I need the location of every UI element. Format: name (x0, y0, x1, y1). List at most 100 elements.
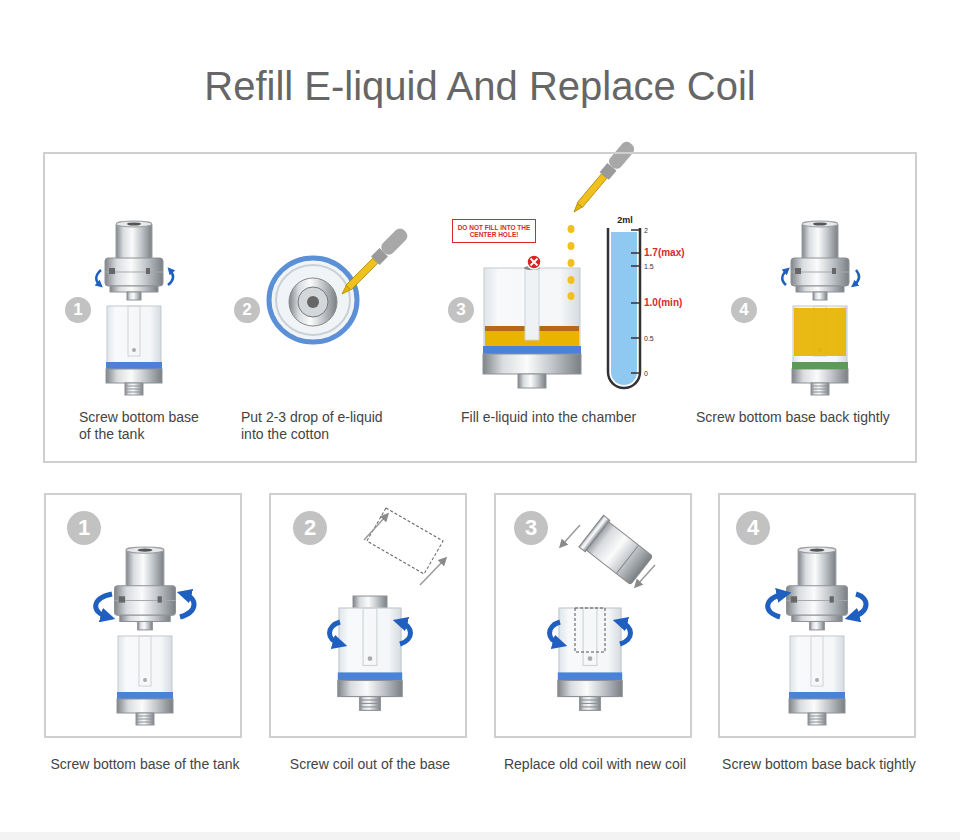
e-liquid (794, 308, 846, 356)
turn-arrow (854, 270, 859, 285)
step-caption: Fill e-liquid into the chamber (461, 409, 691, 426)
tank-base (106, 306, 162, 395)
drop (568, 292, 575, 300)
drop (568, 242, 575, 250)
blue-ring (483, 346, 581, 354)
lift-arrow (420, 560, 444, 585)
no-fill-cross (531, 259, 538, 266)
coil-inner (298, 287, 328, 317)
turn-arrow (782, 270, 787, 285)
step-caption: Replace old coil with new coil (466, 756, 724, 773)
turn-arrow (852, 594, 866, 617)
footer-band (0, 832, 960, 840)
insert-arrow (562, 525, 580, 545)
step-number: 3 (448, 297, 474, 323)
step-illustration (96, 547, 194, 725)
tank-base (558, 608, 622, 710)
step-caption: Screw coil out of the base (241, 756, 499, 773)
warning-note: DO NOT FILL INTO THE CENTER HOLE! (452, 219, 536, 243)
turn-arrow (96, 594, 112, 617)
step-illustration (330, 508, 445, 710)
blue-ring (792, 362, 848, 369)
dropper (569, 139, 637, 216)
title: Refill E-liquid And Replace Coil (0, 62, 960, 110)
turn-arrow (330, 622, 341, 644)
thread (518, 374, 546, 388)
step-number-text: 3 (525, 515, 537, 541)
measuring-fill (611, 232, 637, 385)
metal-base (483, 354, 581, 374)
step-number-text: 1 (73, 300, 82, 320)
step-box: 2Screw coil out of the base (269, 493, 467, 738)
step-box: 1Screw bottom base of the tank (44, 493, 242, 738)
glass-tube (484, 268, 580, 348)
coil-line (616, 545, 638, 573)
tank-opening (269, 258, 357, 342)
step-number: 4 (736, 511, 770, 545)
step-number-text: 4 (739, 300, 748, 320)
turn-arrow (550, 622, 561, 644)
coil-hole (307, 296, 319, 308)
step-illustration (269, 226, 410, 342)
insert-arrow (637, 565, 655, 585)
drop (568, 276, 575, 284)
step-number: 1 (67, 511, 101, 545)
warning-text: DO NOT FILL INTO THE CENTER HOLE! (455, 224, 533, 239)
scale-label: 0.5 (644, 335, 654, 342)
turn-arrow (768, 594, 784, 617)
drop (568, 259, 575, 267)
scale-label: 1.7(max) (644, 248, 685, 258)
tank-base (338, 608, 402, 710)
step-number-text: 1 (78, 515, 90, 541)
tank-cap (115, 547, 176, 630)
step-illustration (550, 515, 656, 710)
step-illustration (768, 547, 866, 725)
step-number: 1 (65, 297, 91, 323)
lift-arrow (364, 516, 386, 540)
tank-base (117, 636, 173, 725)
new-coil (579, 515, 654, 586)
step-panel: 1 2 DO NOT FILL INTO THE CENTER HOLE! 3 4Scr… (43, 152, 917, 463)
tank-cap (787, 547, 848, 630)
step-number-text: 4 (747, 515, 759, 541)
turn-arrow (620, 622, 631, 644)
step-box: 4Screw bottom base back tightly (718, 493, 916, 738)
scale-label: 1.5 (644, 263, 654, 270)
step-caption: Screw bottom base back tightly (690, 756, 948, 773)
tank-cap (791, 221, 849, 300)
step-number-text: 2 (304, 515, 316, 541)
step-caption: Screw bottom base back tightly (696, 409, 916, 426)
step-number-text: 2 (242, 300, 251, 320)
scale-label: 1.0(min) (644, 298, 682, 308)
step-illustration (96, 221, 173, 395)
turn-arrow (168, 270, 173, 285)
scale-label: 0 (644, 370, 648, 377)
step-caption: Screw bottom base of the tank (16, 756, 274, 773)
step-number: 2 (234, 297, 260, 323)
glass-rim (276, 265, 350, 335)
step-caption: Put 2-3 drop of e-liquid into the cotton (241, 409, 399, 443)
scale-label: 2 (644, 227, 648, 234)
scale-label: 2ml (617, 216, 633, 225)
step-number: 2 (293, 511, 327, 545)
coil-ring (579, 515, 610, 551)
turn-arrow (96, 270, 101, 285)
tank-base (792, 306, 848, 395)
step-caption: Screw bottom base of the tank (79, 409, 204, 443)
measuring-tube (608, 228, 640, 388)
coil-head (289, 278, 337, 326)
turn-arrow (180, 594, 194, 617)
step-illustration (782, 221, 859, 395)
center-tube (525, 268, 539, 340)
coil-outline (367, 508, 443, 574)
tank-base (789, 636, 845, 725)
no-fill-mark (527, 255, 541, 269)
scale-ticks (631, 230, 640, 373)
step-number: 4 (731, 297, 757, 323)
step-box: 3Replace old coil with new coil (494, 493, 692, 738)
drop (568, 225, 575, 233)
dropper (337, 226, 410, 299)
tank-cap (105, 221, 163, 300)
step-number: 3 (514, 511, 548, 545)
